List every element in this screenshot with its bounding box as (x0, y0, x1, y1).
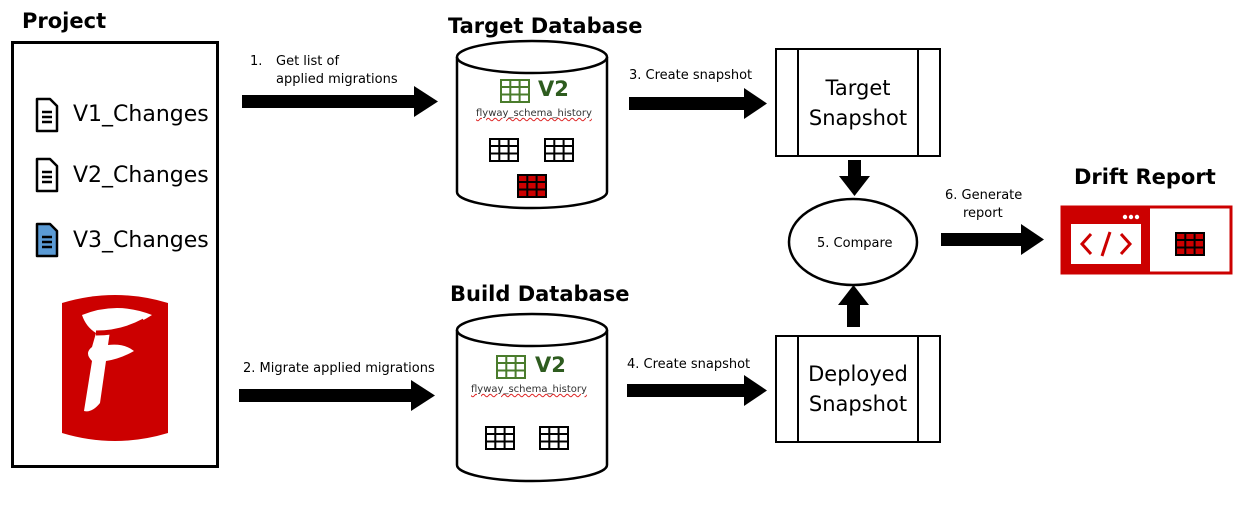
project-title: Project (22, 9, 107, 33)
step-5-label: 5. Compare (817, 236, 893, 251)
target-snapshot-label-line1: Target (825, 75, 891, 100)
step-4-label: 4. Create snapshot (627, 357, 751, 372)
target-db-history-table-label: flyway_schema_history (476, 108, 592, 119)
arrow-step-4 (627, 375, 767, 406)
deployed-snapshot-box: Deployed Snapshot (775, 335, 941, 443)
step-2-label: 2. Migrate applied migrations (243, 361, 435, 376)
compare-ellipse (787, 197, 919, 287)
target-database-cylinder (455, 39, 609, 210)
step-1-label-line1: Get list of (276, 54, 340, 69)
target-snapshot-box: Target Snapshot (775, 48, 941, 157)
step-1-number: 1. (250, 54, 263, 69)
drift-report-title: Drift Report (1074, 165, 1216, 189)
target-snapshot-label-line2: Snapshot (808, 105, 908, 130)
arrow-down-to-compare (839, 160, 870, 196)
target-db-version: V2 (538, 77, 569, 101)
file-label-v3: V3_Changes (73, 228, 209, 253)
project-box (11, 41, 219, 468)
step-6-label-line1: 6. Generate (945, 188, 1023, 203)
step-6-label-line2: report (963, 206, 1003, 221)
arrow-step-1 (242, 86, 438, 117)
arrow-step-3 (629, 88, 767, 119)
step-3-label: 3. Create snapshot (629, 68, 753, 83)
build-db-version: V2 (535, 353, 566, 377)
arrow-step-6 (941, 224, 1044, 255)
deployed-snapshot-label-line2: Snapshot (808, 392, 908, 416)
step-1-label-line2: applied migrations (276, 72, 398, 87)
drift-report-panel (1060, 205, 1233, 275)
deployed-snapshot-label-line1: Deployed (808, 362, 908, 386)
arrow-step-2 (239, 380, 435, 411)
build-database-cylinder (455, 312, 609, 483)
arrow-up-to-compare (838, 285, 869, 327)
target-database-title: Target Database (448, 14, 643, 38)
file-label-v2: V2_Changes (73, 163, 209, 188)
build-database-title: Build Database (450, 282, 630, 306)
file-label-v1: V1_Changes (73, 102, 209, 127)
build-db-history-table-label: flyway_schema_history (471, 384, 587, 395)
